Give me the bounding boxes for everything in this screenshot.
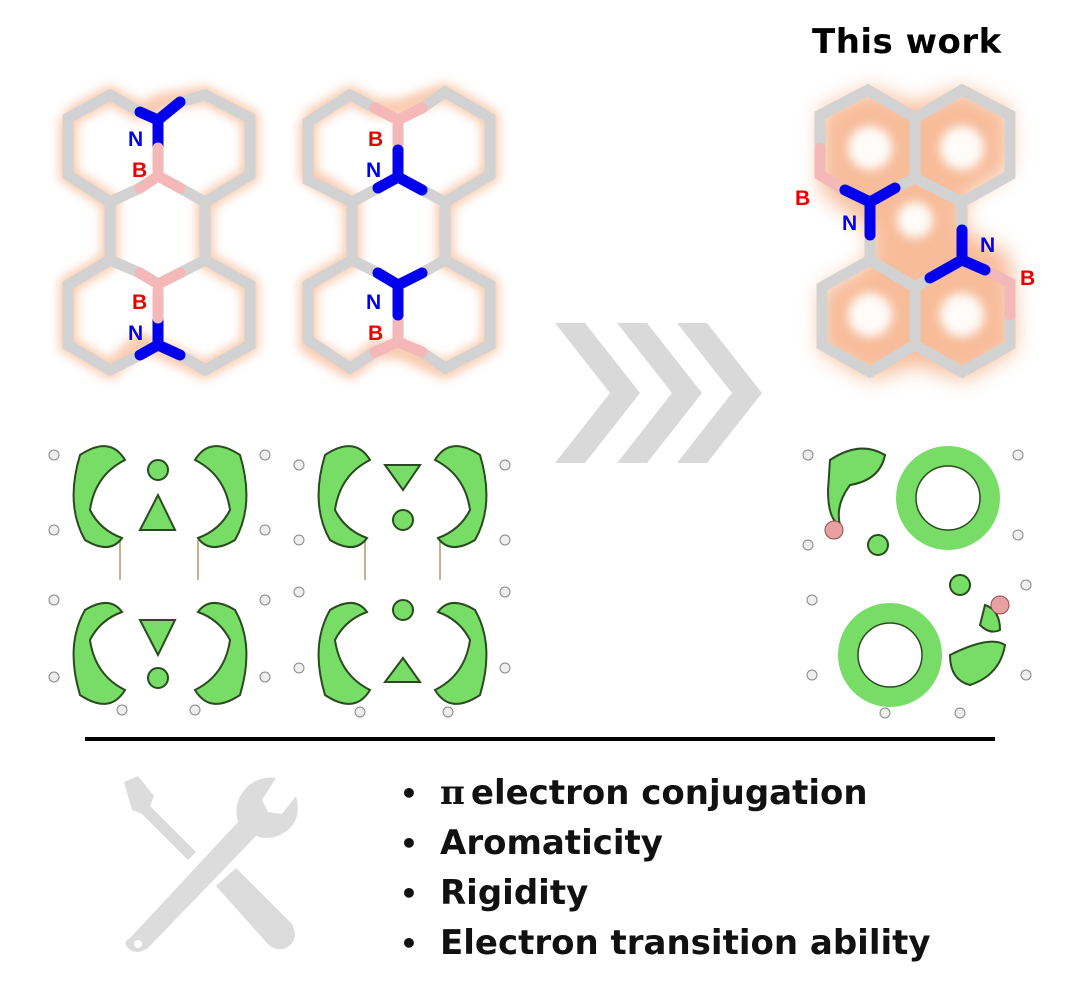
atom-label-n: N bbox=[366, 159, 381, 182]
section-divider bbox=[85, 737, 995, 741]
atom-label-n: N bbox=[980, 234, 995, 257]
atom-label-b: B bbox=[368, 128, 383, 151]
atom-label-b: B bbox=[132, 291, 147, 314]
carbon-bonds bbox=[62, 88, 256, 377]
nitrogen-bonds bbox=[839, 182, 991, 284]
screwdriver-wrench-icon bbox=[124, 776, 298, 952]
atom-label-n: N bbox=[842, 212, 857, 235]
isosurface-render-this-work bbox=[802, 446, 1032, 719]
bullet: • bbox=[400, 826, 418, 860]
atom-label-n: N bbox=[128, 128, 143, 151]
ring-centers bbox=[848, 126, 984, 337]
chevron-3 bbox=[677, 323, 762, 463]
bullet: • bbox=[400, 876, 418, 910]
atom-label-b: B bbox=[1020, 267, 1035, 290]
bullet: • bbox=[400, 776, 418, 810]
triple-chevron-right-icon bbox=[555, 323, 762, 463]
property-list: • π electron conjugation • Aromaticity •… bbox=[400, 768, 931, 968]
property-text: Aromaticity bbox=[440, 823, 663, 863]
property-item: • Aromaticity bbox=[400, 818, 931, 868]
screwdriver-handle bbox=[216, 868, 295, 950]
atom-label-b: B bbox=[132, 159, 147, 182]
atom-label-b: B bbox=[368, 322, 383, 345]
chevron-1 bbox=[555, 323, 640, 463]
property-text: Rigidity bbox=[440, 873, 589, 913]
chevron-2 bbox=[617, 323, 702, 463]
atom-label-b: B bbox=[795, 187, 810, 210]
molecule-structure-this-work: B N N B bbox=[795, 83, 1035, 380]
molecule-structure-2: B N N B bbox=[299, 83, 499, 379]
this-work-title: This work bbox=[812, 22, 1002, 62]
screwdriver-tip bbox=[124, 776, 196, 860]
property-item: • Rigidity bbox=[400, 868, 931, 918]
pi-symbol: π bbox=[440, 773, 465, 813]
boron-bonds bbox=[814, 142, 1016, 321]
boron-bonds bbox=[134, 142, 186, 324]
bullet: • bbox=[400, 926, 418, 960]
molecule-structure-1: N B B N bbox=[59, 86, 259, 379]
nitrogen-bonds bbox=[372, 144, 428, 321]
property-item: • π electron conjugation bbox=[400, 768, 931, 818]
carbon-bonds bbox=[302, 85, 496, 375]
wrench bbox=[125, 777, 298, 952]
atom-label-n: N bbox=[128, 322, 143, 345]
atom-label-n: N bbox=[366, 291, 381, 314]
property-text: Electron transition ability bbox=[440, 923, 931, 963]
property-text: electron conjugation bbox=[470, 773, 868, 813]
isosurface-render-1 bbox=[48, 445, 271, 716]
isosurface-render-2 bbox=[293, 445, 511, 718]
property-item: • Electron transition ability bbox=[400, 918, 931, 968]
